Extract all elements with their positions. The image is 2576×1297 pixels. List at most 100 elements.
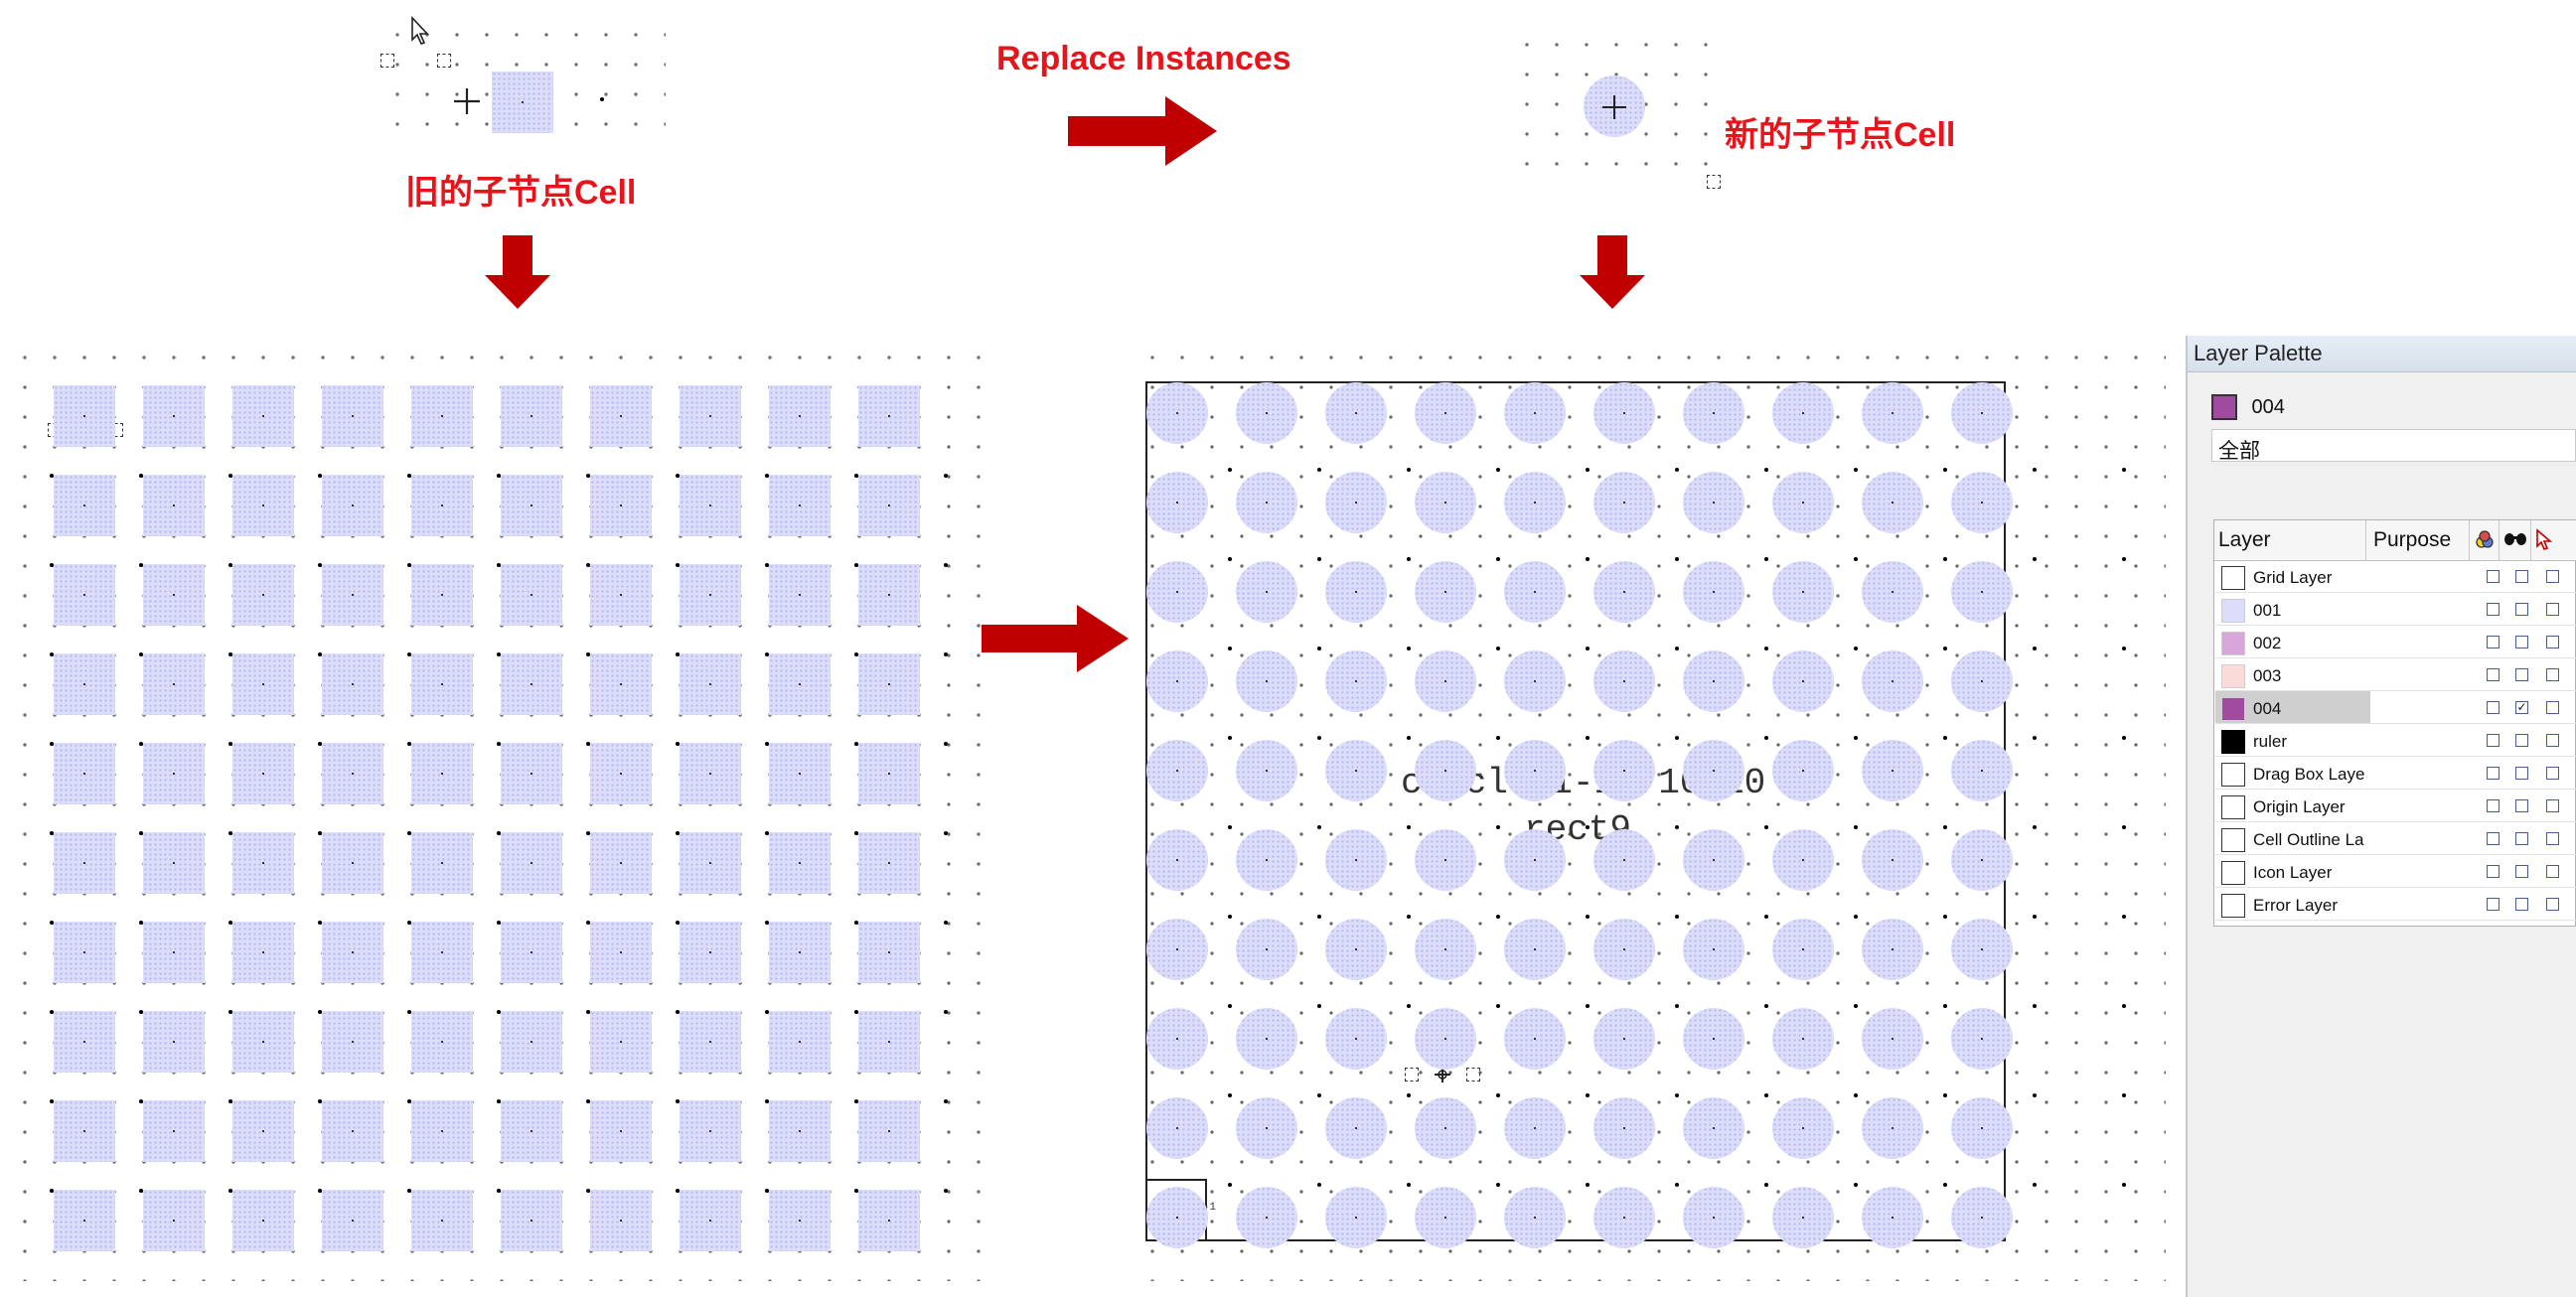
pointer-checkbox[interactable] xyxy=(2546,603,2559,616)
circle-instance[interactable] xyxy=(1504,382,1566,444)
rect-instance[interactable] xyxy=(590,743,652,804)
circle-instance[interactable] xyxy=(1325,1097,1387,1159)
selectable-checkbox[interactable] xyxy=(2487,701,2500,714)
pointer-checkbox[interactable] xyxy=(2546,701,2559,714)
pointer-checkbox[interactable] xyxy=(2546,734,2559,747)
rect-instance[interactable] xyxy=(680,564,741,626)
circle-instance[interactable] xyxy=(1862,919,1923,980)
rect-instance[interactable] xyxy=(590,564,652,626)
rect-instance[interactable] xyxy=(858,475,920,536)
circle-instance[interactable] xyxy=(1683,1187,1744,1248)
rect-instance[interactable] xyxy=(680,1011,741,1073)
circle-instance[interactable] xyxy=(1772,1008,1834,1070)
circle-instance[interactable] xyxy=(1325,829,1387,891)
circle-instance[interactable] xyxy=(1504,650,1566,712)
rect-instance[interactable] xyxy=(232,832,294,894)
rect-instance[interactable] xyxy=(322,743,383,804)
rect-instance[interactable] xyxy=(143,922,205,983)
rect-instance[interactable] xyxy=(411,1100,473,1162)
circle-instance[interactable] xyxy=(1415,919,1476,980)
rect-instance[interactable] xyxy=(411,475,473,536)
circle-instance[interactable] xyxy=(1862,1097,1923,1159)
circle-instance[interactable] xyxy=(1951,829,2013,891)
rect-instance[interactable] xyxy=(501,922,562,983)
rect-instance[interactable] xyxy=(143,1100,205,1162)
circle-instance[interactable] xyxy=(1593,829,1655,891)
rect-instance[interactable] xyxy=(769,564,831,626)
circle-instance[interactable] xyxy=(1772,829,1834,891)
circle-instance[interactable] xyxy=(1236,650,1297,712)
visible-checkbox[interactable] xyxy=(2515,570,2528,583)
rect-instance[interactable] xyxy=(232,1100,294,1162)
circle-instance[interactable] xyxy=(1772,919,1834,980)
selectable-checkbox[interactable] xyxy=(2487,898,2500,911)
pointer-checkbox[interactable] xyxy=(2546,865,2559,878)
circle-instance[interactable] xyxy=(1236,1097,1297,1159)
circle-instance[interactable] xyxy=(1415,561,1476,623)
rect-instance[interactable] xyxy=(411,385,473,447)
rect-instance[interactable] xyxy=(501,1190,562,1251)
circle-instance[interactable] xyxy=(1683,829,1744,891)
rect-instance[interactable] xyxy=(680,832,741,894)
circle-instance[interactable] xyxy=(1504,829,1566,891)
pointer-checkbox[interactable] xyxy=(2546,570,2559,583)
circle-instance[interactable] xyxy=(1325,561,1387,623)
selectable-checkbox[interactable] xyxy=(2487,799,2500,812)
rect-instance[interactable] xyxy=(769,1190,831,1251)
circle-instance[interactable] xyxy=(1415,472,1476,533)
circle-instance[interactable] xyxy=(1683,382,1744,444)
circle-instance[interactable] xyxy=(1593,472,1655,533)
column-header-layer[interactable]: Layer xyxy=(2218,528,2271,551)
circle-instance[interactable] xyxy=(1415,650,1476,712)
circle-instance[interactable] xyxy=(1146,1097,1208,1159)
visible-checkbox[interactable] xyxy=(2515,799,2528,812)
circle-instance[interactable] xyxy=(1236,1187,1297,1248)
circle-instance[interactable] xyxy=(1862,561,1923,623)
visibility-column-icon[interactable] xyxy=(2503,531,2527,547)
visible-checkbox[interactable] xyxy=(2515,898,2528,911)
circle-instance[interactable] xyxy=(1146,561,1208,623)
circle-instance[interactable] xyxy=(1325,740,1387,801)
rect-instance[interactable] xyxy=(680,922,741,983)
circle-instance[interactable] xyxy=(1236,382,1297,444)
rect-instance[interactable] xyxy=(232,385,294,447)
circle-instance[interactable] xyxy=(1862,1008,1923,1070)
rect-instance[interactable] xyxy=(232,743,294,804)
rect-instance[interactable] xyxy=(411,832,473,894)
rect-instance[interactable] xyxy=(858,832,920,894)
rect-instance[interactable] xyxy=(54,385,115,447)
visible-checkbox[interactable] xyxy=(2515,734,2528,747)
rect-instance[interactable] xyxy=(590,922,652,983)
circle-instance[interactable] xyxy=(1146,1187,1208,1248)
rect-instance[interactable] xyxy=(54,653,115,715)
rect-instance[interactable] xyxy=(143,832,205,894)
rect-instance[interactable] xyxy=(322,564,383,626)
rect-instance[interactable] xyxy=(501,653,562,715)
layer-row[interactable]: ruler xyxy=(2215,724,2576,757)
rect-instance[interactable] xyxy=(322,385,383,447)
rect-instance[interactable] xyxy=(680,385,741,447)
rect-instance[interactable] xyxy=(769,385,831,447)
rect-instance[interactable] xyxy=(590,1011,652,1073)
selectable-checkbox[interactable] xyxy=(2487,570,2500,583)
circle-instance[interactable] xyxy=(1951,1008,2013,1070)
pointer-column-icon[interactable] xyxy=(2535,528,2553,552)
circle-instance[interactable] xyxy=(1951,740,2013,801)
visible-checkbox[interactable] xyxy=(2515,603,2528,616)
visible-checkbox[interactable] xyxy=(2515,636,2528,648)
visible-checkbox[interactable] xyxy=(2515,832,2528,845)
circle-instance[interactable] xyxy=(1772,382,1834,444)
layer-row[interactable]: 003 xyxy=(2215,658,2576,691)
circle-instance[interactable] xyxy=(1146,919,1208,980)
pointer-checkbox[interactable] xyxy=(2546,636,2559,648)
rect-instance[interactable] xyxy=(232,653,294,715)
circle-instance[interactable] xyxy=(1683,919,1744,980)
circle-instance[interactable] xyxy=(1683,650,1744,712)
visible-checkbox[interactable] xyxy=(2515,767,2528,780)
rect-instance[interactable] xyxy=(769,653,831,715)
rect-instance[interactable] xyxy=(501,832,562,894)
selectable-checkbox[interactable] xyxy=(2487,734,2500,747)
circle-instance[interactable] xyxy=(1415,1187,1476,1248)
rect-instance[interactable] xyxy=(322,653,383,715)
circle-instance[interactable] xyxy=(1236,472,1297,533)
